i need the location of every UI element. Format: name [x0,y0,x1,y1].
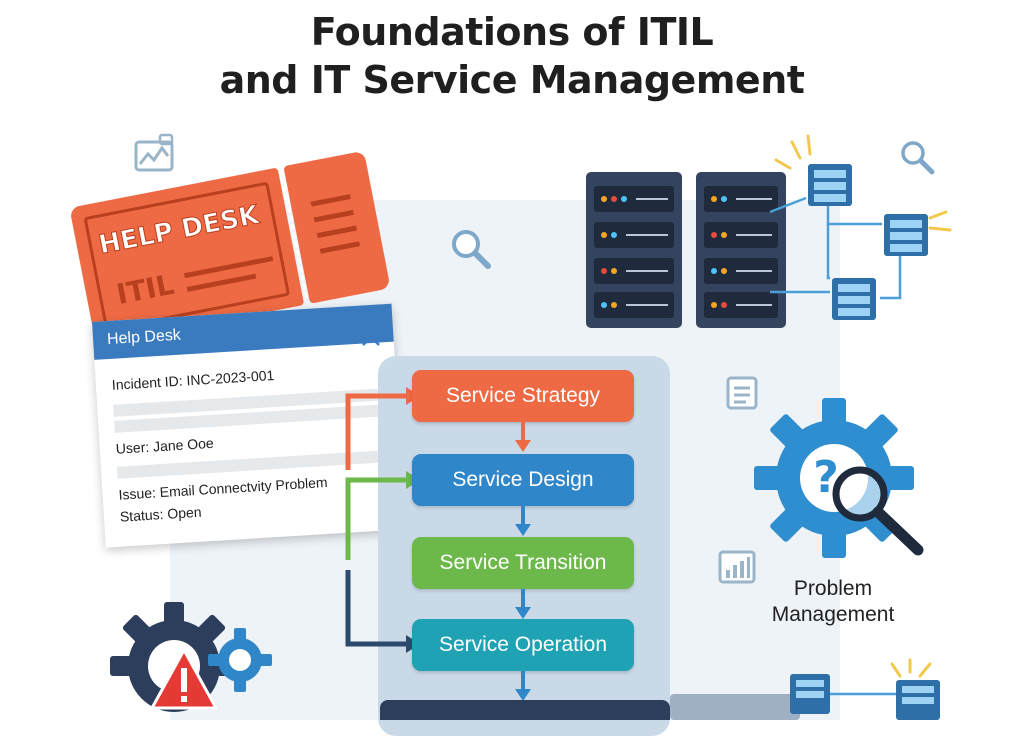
arrow-down-icon [515,589,531,619]
gear-warning-icon [110,602,272,712]
incident-issue: Issue: Email Connectvity Problem [118,473,329,503]
search-icon-top-right [901,141,935,175]
incident-id: Incident ID: INC-2023-001 [111,366,275,393]
close-icon[interactable] [360,326,382,348]
arrow-down-icon [515,422,531,452]
search-icon [452,230,491,269]
arrow-down-icon [515,671,531,701]
incident-user: User: Jane Ooe [115,434,215,457]
step-service-design[interactable]: Service Design [412,454,634,506]
step-service-transition[interactable]: Service Transition [412,537,634,589]
problem-management-label: Problem Management [771,577,895,626]
document-icon [726,376,758,410]
page-title: Foundations of ITIL and IT Service Manag… [0,8,1024,104]
incident-status: Status: Open [119,503,202,525]
step-service-strategy[interactable]: Service Strategy [412,370,634,422]
help-desk-window-title: Help Desk [106,326,182,349]
network-servers-icon [769,134,952,320]
step-service-operation[interactable]: Service Operation [412,619,634,671]
title-line-1: Foundations of ITIL [310,10,714,54]
chart-picture-icon [134,133,174,172]
server-rack-icon-bottom [670,658,940,720]
next-step-partial [380,700,670,720]
gear-magnifier-icon: ? [754,398,924,558]
server-rack-icon [586,172,786,328]
title-line-2: and IT Service Management [219,58,805,102]
arrow-down-icon [515,506,531,536]
lifecycle-connectors [345,387,420,653]
bar-chart-icon [718,550,756,584]
